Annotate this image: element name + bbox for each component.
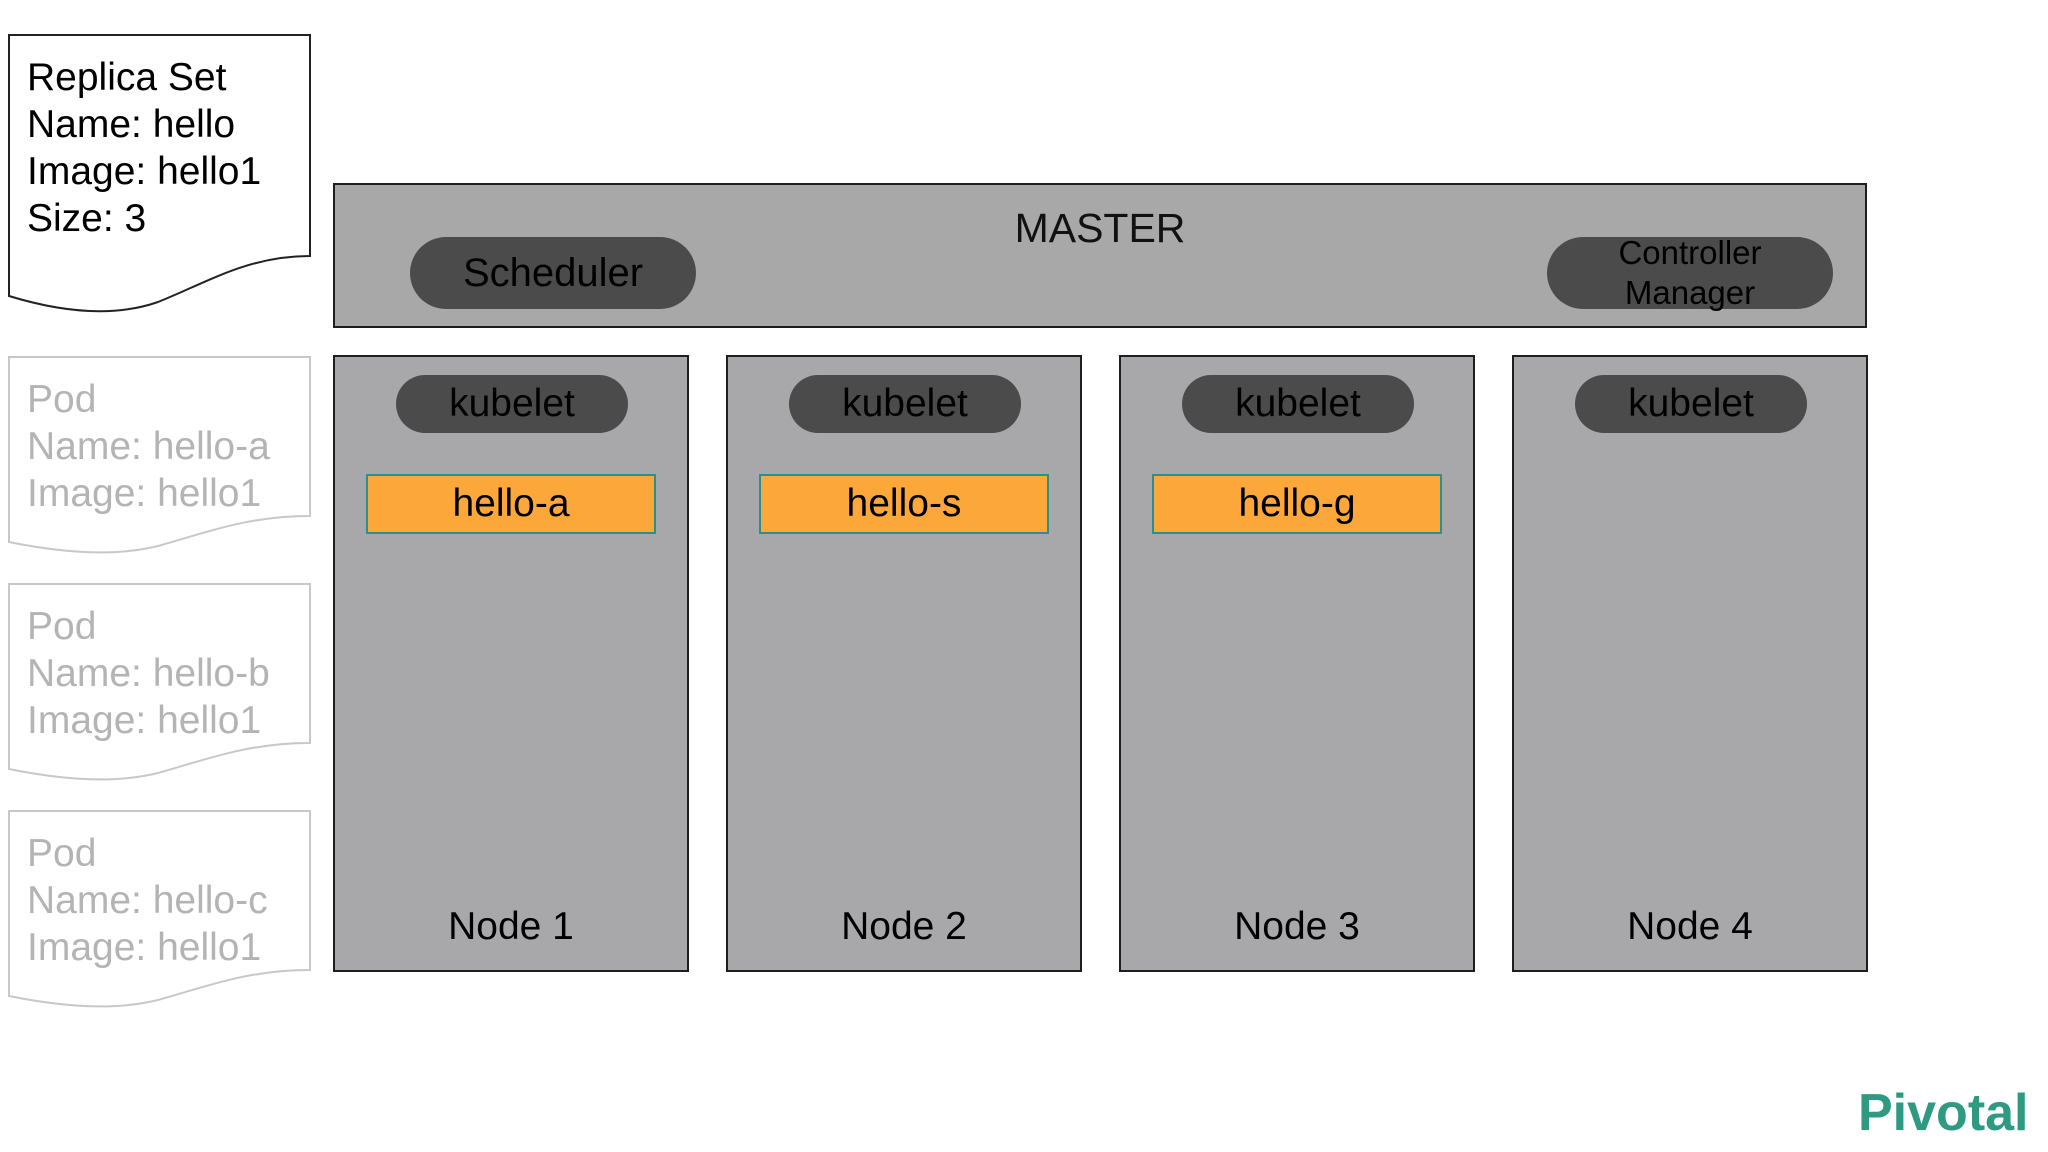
pod-image: Image: hello1	[27, 699, 262, 742]
kubelet-pill: kubelet	[1182, 375, 1414, 433]
pod-text: Pod Name: hello-c Image: hello1	[27, 830, 268, 971]
pod-card-hello-b: Pod Name: hello-b Image: hello1	[8, 583, 311, 783]
master-title: MASTER	[1014, 205, 1186, 251]
pod-box-hello-s: hello-s	[759, 474, 1049, 534]
kubelet-pill: kubelet	[396, 375, 628, 433]
pod-name: Name: hello-c	[27, 879, 268, 922]
node-label: Node 2	[841, 905, 967, 948]
pod-card-hello-a: Pod Name: hello-a Image: hello1	[8, 356, 311, 556]
controller-manager-pill: Controller Manager	[1547, 234, 1833, 311]
pod-image: Image: hello1	[27, 472, 262, 515]
pod-card-hello-c: Pod Name: hello-c Image: hello1	[8, 810, 311, 1010]
replica-set-name: Name: hello	[27, 103, 236, 146]
pod-text: Pod Name: hello-b Image: hello1	[27, 603, 270, 744]
pod-document-shape	[8, 583, 311, 781]
pod-box-hello-g: hello-g	[1152, 474, 1442, 534]
controller-manager-line-1: Controller	[1618, 234, 1762, 271]
pod-name: Name: hello-a	[27, 425, 270, 468]
pod-document-shape	[8, 810, 311, 1008]
pod-box-hello-a: hello-a	[366, 474, 656, 534]
pod-title: Pod	[27, 832, 97, 875]
node-3: kubelet hello-g Node 3	[1119, 355, 1475, 972]
node-2: kubelet hello-s Node 2	[726, 355, 1082, 972]
node-label: Node 4	[1627, 905, 1753, 948]
kubelet-pill: kubelet	[1575, 375, 1807, 433]
pod-document-shape	[8, 356, 311, 554]
replica-set-card: Replica Set Name: hello Image: hello1 Si…	[8, 34, 311, 314]
node-1: kubelet hello-a Node 1	[333, 355, 689, 972]
node-4: kubelet Node 4	[1512, 355, 1868, 972]
replica-set-image: Image: hello1	[27, 150, 262, 193]
replica-set-text: Replica Set Name: hello Image: hello1 Si…	[27, 54, 261, 242]
pod-title: Pod	[27, 605, 97, 648]
pod-text: Pod Name: hello-a Image: hello1	[27, 376, 270, 517]
replica-set-title: Replica Set	[27, 56, 227, 99]
pivotal-logo: Pivotal	[1858, 1084, 2029, 1142]
master-box: MASTER Scheduler Controller Manager	[333, 183, 1867, 328]
controller-manager-line-2: Manager	[1624, 274, 1756, 311]
pod-title: Pod	[27, 378, 97, 421]
kubelet-pill: kubelet	[789, 375, 1021, 433]
pod-image: Image: hello1	[27, 926, 262, 969]
scheduler-pill: Scheduler	[410, 237, 696, 309]
node-label: Node 1	[448, 905, 574, 948]
node-label: Node 3	[1234, 905, 1360, 948]
pod-name: Name: hello-b	[27, 652, 270, 695]
replica-set-size: Size: 3	[27, 197, 147, 240]
replica-set-document-shape	[8, 34, 311, 313]
